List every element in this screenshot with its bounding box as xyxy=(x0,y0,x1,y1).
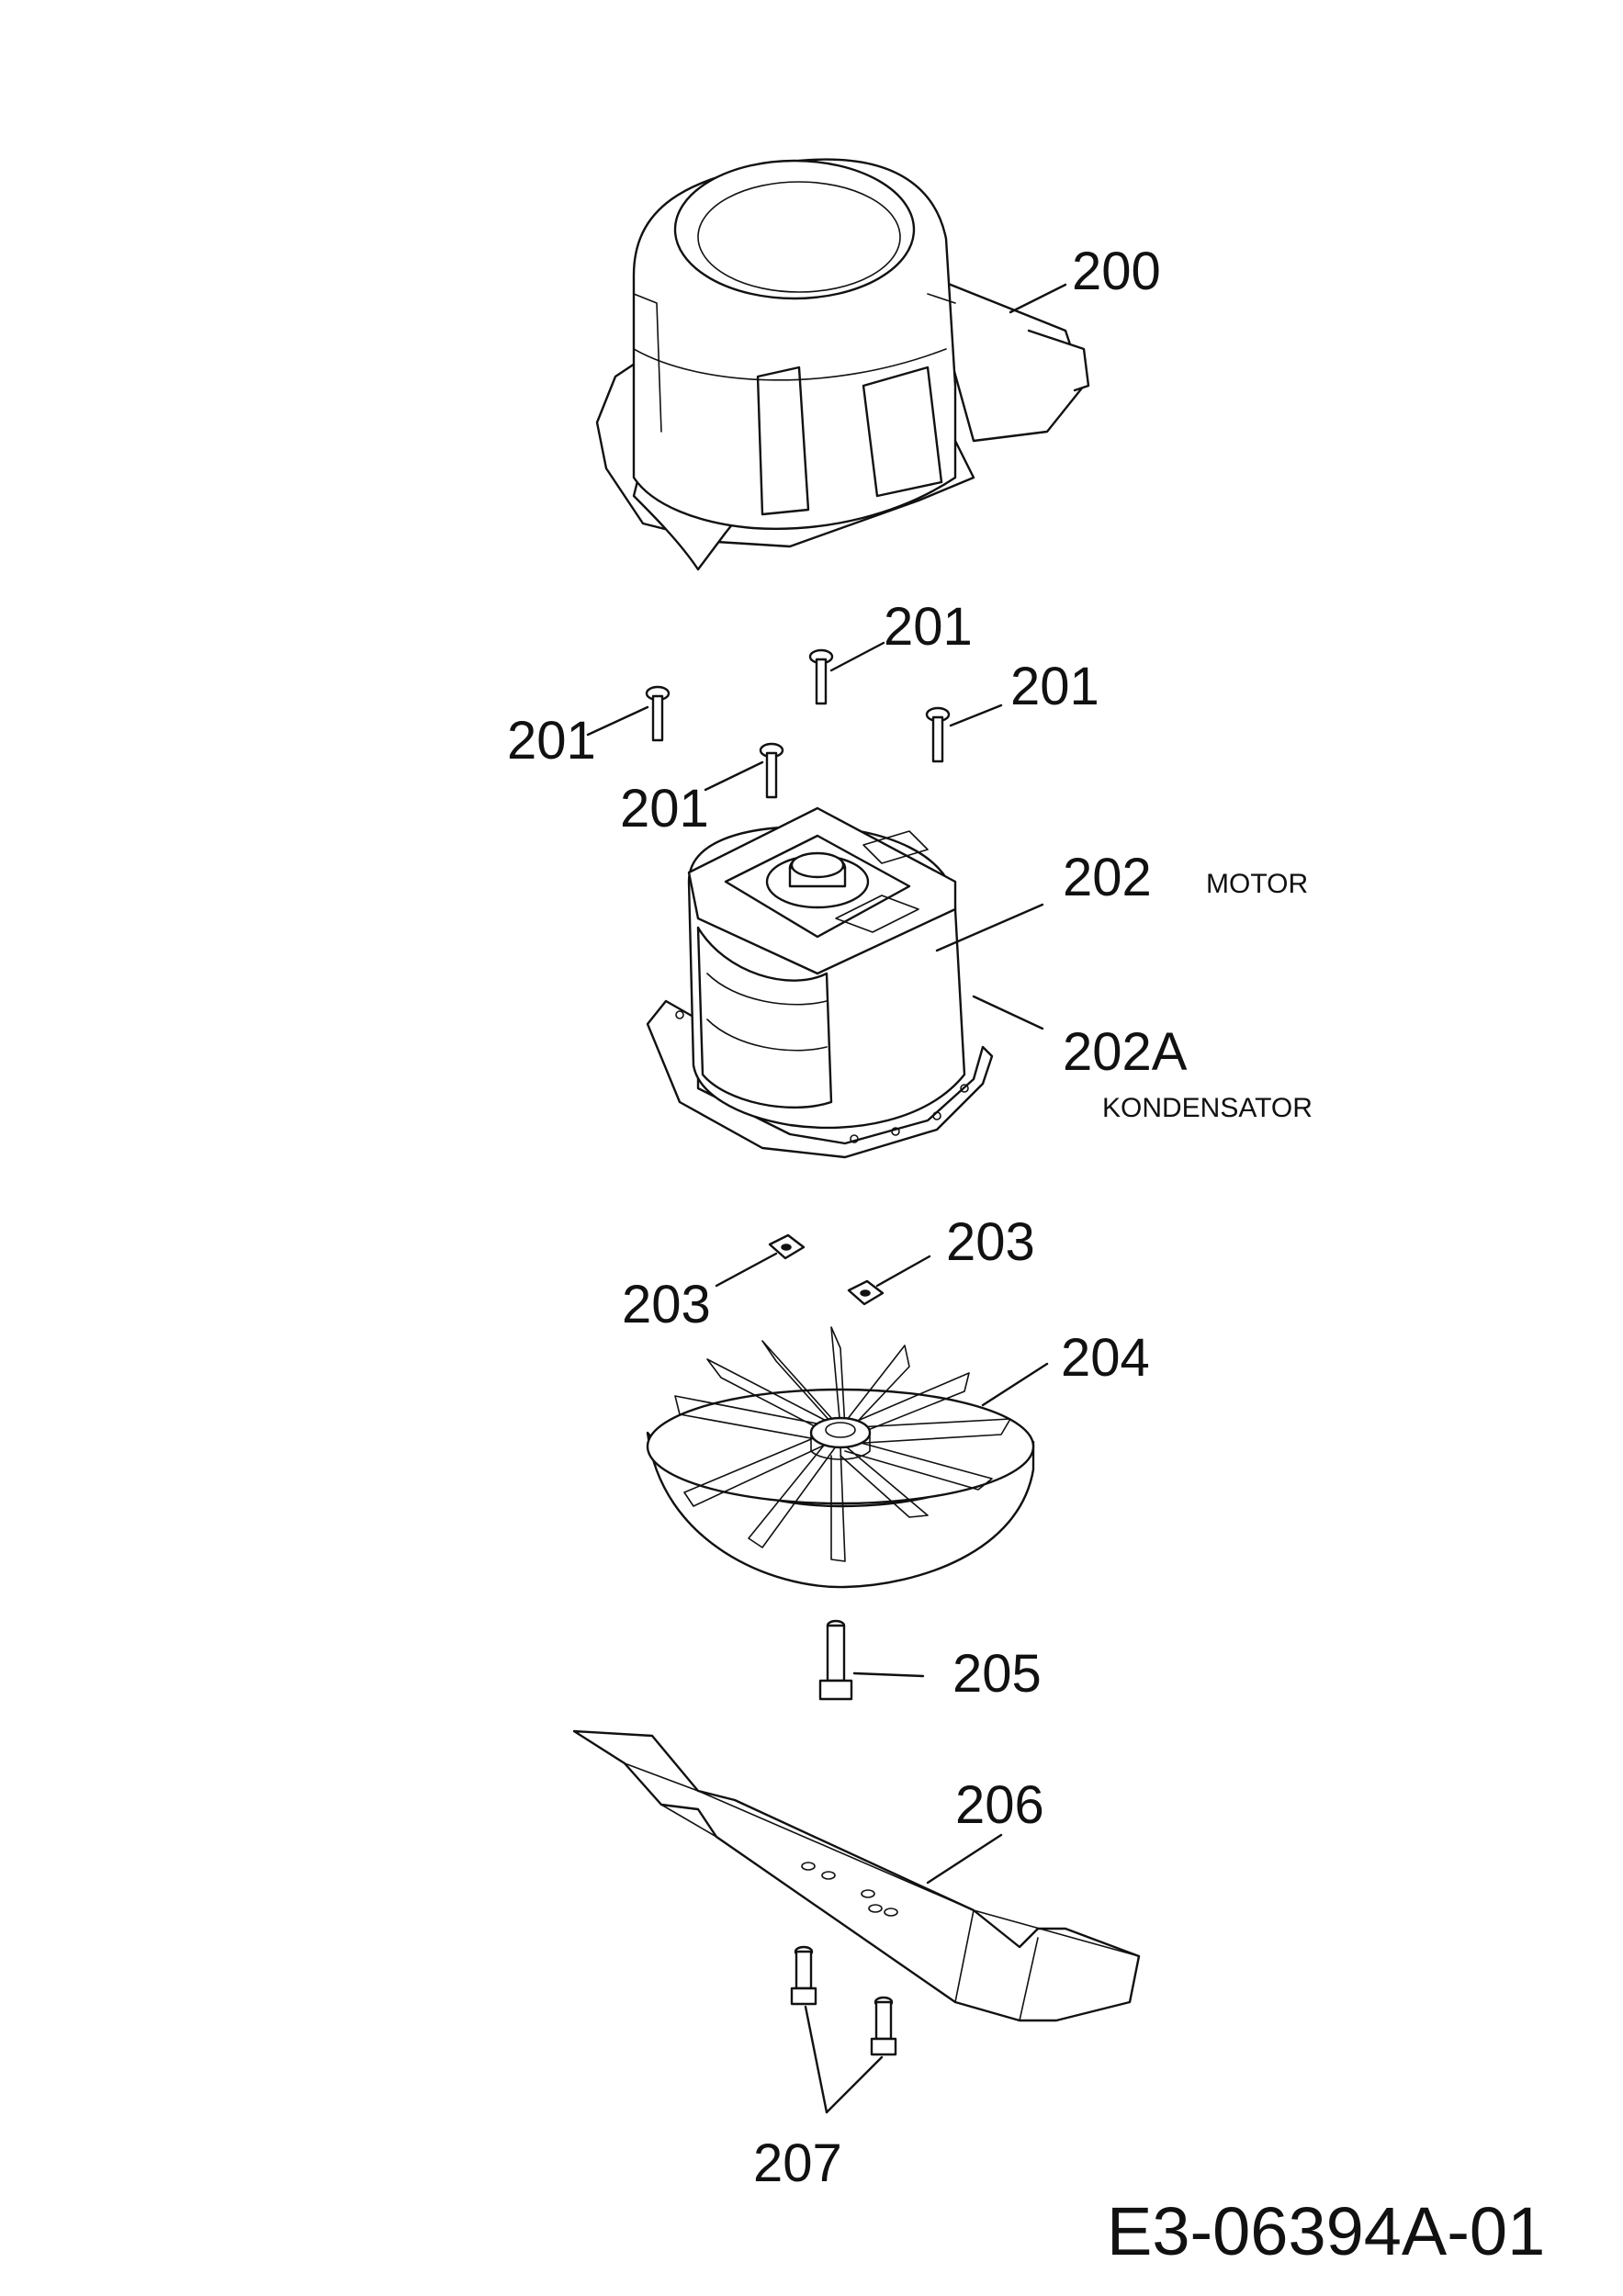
callout-204: 204 xyxy=(1061,1328,1150,1388)
leader-lines xyxy=(586,283,1067,2114)
bolt-207-right[interactable] xyxy=(870,1996,897,2056)
callout-203-right: 203 xyxy=(946,1212,1035,1272)
callout-203-left: 203 xyxy=(622,1275,711,1334)
fan-part[interactable] xyxy=(646,1326,1035,1589)
callout-202a: 202A xyxy=(1063,1022,1188,1082)
drawing-number: E3-06394A-01 xyxy=(1107,2193,1545,2269)
callout-200: 200 xyxy=(1072,242,1161,301)
screw-201-center[interactable] xyxy=(759,742,784,799)
callout-201-left: 201 xyxy=(507,711,596,771)
nut-203-left[interactable] xyxy=(768,1233,806,1260)
bolt-207-left[interactable] xyxy=(790,1945,817,2006)
callout-201-center: 201 xyxy=(620,779,709,838)
screw-201-top[interactable] xyxy=(808,648,834,705)
callout-201-top: 201 xyxy=(884,597,973,657)
screw-201-right[interactable] xyxy=(925,706,951,763)
callout-206: 206 xyxy=(955,1775,1044,1835)
motor-part[interactable] xyxy=(646,806,994,1159)
screw-201-left[interactable] xyxy=(645,685,671,742)
callout-201-right: 201 xyxy=(1010,657,1099,716)
motor-cover-part[interactable] xyxy=(595,158,1090,571)
callout-205: 205 xyxy=(952,1644,1042,1704)
description-kondensator: KONDENSATOR xyxy=(1102,1093,1313,1123)
description-motor: MOTOR xyxy=(1206,869,1308,899)
blade-part[interactable] xyxy=(572,1729,1141,2022)
callout-207: 207 xyxy=(753,2133,842,2193)
callout-202: 202 xyxy=(1063,848,1152,907)
nut-203-right[interactable] xyxy=(847,1279,885,1306)
bolt-205[interactable] xyxy=(818,1619,853,1701)
